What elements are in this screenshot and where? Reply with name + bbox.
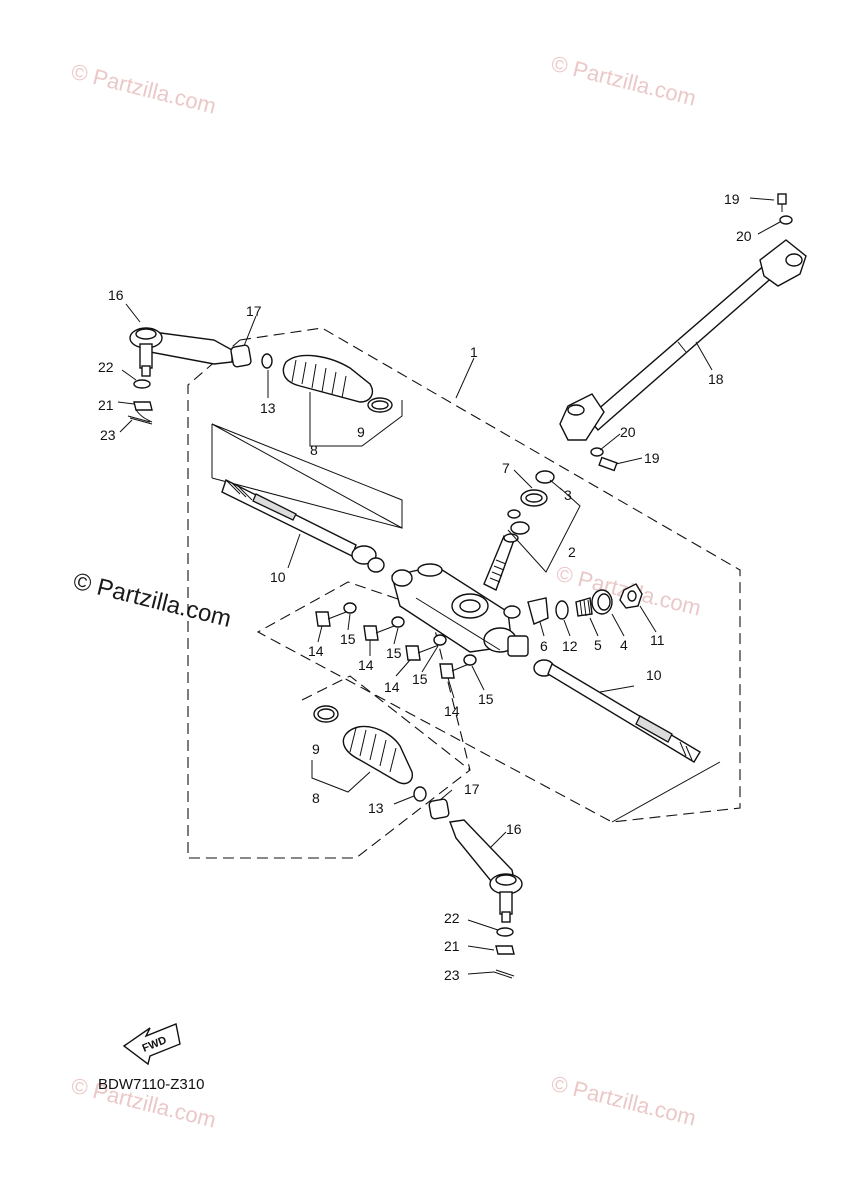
callout-15-c: 15	[412, 671, 428, 687]
callout-16-lower: 16	[506, 821, 522, 837]
tie-rod-upper-group	[211, 423, 403, 529]
watermark-top-right: © Partzilla.com	[549, 51, 699, 111]
tie-rod-upper	[221, 479, 385, 573]
tie-rod-end-upper	[129, 327, 233, 377]
callout-21-upper: 21	[98, 397, 114, 413]
assembly-1-outline	[187, 327, 741, 859]
upper-small-parts	[127, 344, 273, 425]
tie-rod-upper-bracket	[211, 423, 403, 529]
adjuster-parts	[527, 583, 643, 625]
callout-19-mid: 19	[644, 450, 660, 466]
callout-11: 11	[650, 632, 665, 648]
callout-8-upper: 8	[310, 442, 318, 458]
tie-rod-lower	[533, 659, 721, 823]
callout-20-top: 20	[736, 228, 752, 244]
callout-7: 7	[502, 460, 510, 476]
watermark-center-left: © Partzilla.com	[71, 568, 234, 633]
pinion-shaft	[483, 470, 581, 591]
callouts: 1 2 3 4 5 6 7 8 8 9 9 10 10 11 12 13 13 …	[98, 191, 752, 983]
callout-15-b: 15	[386, 645, 402, 661]
callout-16-upper: 16	[108, 287, 124, 303]
rack-housing	[391, 563, 529, 657]
callout-9-lower: 9	[312, 741, 320, 757]
callout-6: 6	[540, 638, 548, 654]
callout-21-lower: 21	[444, 938, 460, 954]
callout-10-upper: 10	[270, 569, 286, 585]
callout-12: 12	[562, 638, 578, 654]
callout-8-lower: 8	[312, 790, 320, 806]
callout-22-upper: 22	[98, 359, 114, 375]
diagram-code: BDW7110-Z310	[98, 1076, 204, 1093]
callout-19-top: 19	[724, 191, 740, 207]
lower-small-parts	[413, 786, 450, 820]
assembly-outline	[187, 327, 741, 859]
callout-14-d: 14	[444, 703, 460, 719]
mounting-bolts	[315, 602, 477, 679]
callout-22-lower: 22	[444, 910, 460, 926]
callout-15-a: 15	[340, 631, 356, 647]
watermarks: © Partzilla.com © Partzilla.com © Partzi…	[69, 51, 704, 1133]
callout-2: 2	[568, 544, 576, 560]
callout-17-upper: 17	[246, 303, 262, 319]
fwd-arrow: FWD	[122, 1023, 181, 1066]
boot-lower	[311, 705, 413, 793]
callout-20-mid: 20	[620, 424, 636, 440]
steering-shaft	[559, 193, 807, 472]
callout-17-lower: 17	[464, 781, 480, 797]
watermark-top-left: © Partzilla.com	[69, 59, 219, 119]
callout-23-upper: 23	[100, 427, 116, 443]
callout-15-d: 15	[478, 691, 494, 707]
callout-14-a: 14	[308, 643, 324, 659]
callout-4: 4	[620, 637, 628, 653]
callout-23-lower: 23	[444, 967, 460, 983]
callout-5: 5	[594, 637, 602, 653]
callout-1: 1	[470, 344, 478, 360]
callout-10-lower: 10	[646, 667, 662, 683]
callout-14-c: 14	[384, 679, 400, 695]
leader-lines	[117, 197, 781, 975]
callout-13-upper: 13	[260, 400, 276, 416]
callout-13-lower: 13	[368, 800, 384, 816]
callout-3: 3	[564, 487, 572, 503]
callout-14-b: 14	[358, 657, 374, 673]
fwd-arrow-icon	[122, 1023, 181, 1066]
boot-upper	[282, 354, 403, 447]
tie-rod-end-lower	[449, 819, 523, 979]
watermark-bottom-right: © Partzilla.com	[549, 1071, 699, 1131]
callout-9-upper: 9	[357, 424, 365, 440]
callout-18: 18	[708, 371, 724, 387]
boot-group-outline	[301, 675, 471, 771]
